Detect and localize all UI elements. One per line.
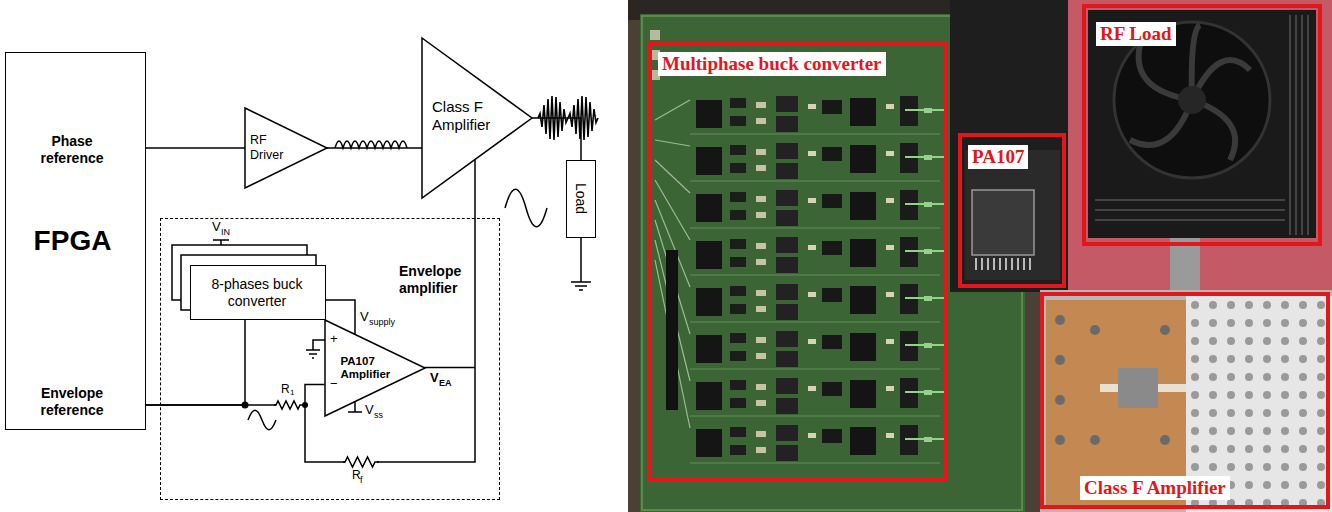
resistor-symbol — [274, 401, 304, 409]
photo-background — [628, 0, 1332, 512]
modulated-wave — [538, 96, 598, 140]
amplifier-label: Class F Amplifier — [432, 98, 506, 134]
vin-rail — [213, 240, 229, 245]
pcb-traces — [655, 100, 690, 428]
ground-wire — [313, 340, 325, 350]
fan-hub — [1178, 86, 1206, 114]
amplifier-symbol — [422, 38, 532, 198]
foam — [1068, 0, 1332, 300]
ground-symbol — [571, 238, 591, 290]
signal-name: Envelope reference — [27, 385, 117, 419]
photo — [628, 0, 1332, 512]
component-label: R — [352, 469, 361, 481]
base-plate — [1040, 290, 1332, 512]
photo-callout-label: Multiphase buck converter — [658, 52, 886, 76]
envelope-wave — [248, 410, 276, 430]
pin-header — [666, 250, 678, 410]
pcb-components — [690, 92, 940, 468]
signal-subscript: EA — [439, 379, 452, 388]
signal-name: V — [212, 220, 221, 233]
load-box: Load — [566, 160, 596, 238]
rf-driver-triangle: RF Driver — [245, 108, 327, 188]
envelope-wave — [505, 189, 547, 227]
class-f-amplifier-triangle: Class F Amplifier — [422, 38, 532, 198]
resistor-symbol — [343, 457, 379, 467]
signal-subscript: supply — [369, 318, 395, 327]
transistor — [1118, 368, 1158, 408]
photo-callout-box: RF Load — [1082, 4, 1322, 246]
amplifier-label: RF Driver — [250, 133, 296, 163]
photo-callout-label: Class F Amplifier — [1080, 476, 1230, 500]
signal-name: V — [365, 403, 374, 416]
converter-label: 8-phases buck converter — [196, 276, 319, 310]
photo-callout-box: PA107 — [958, 133, 1066, 288]
screws — [1055, 315, 1170, 445]
group-title: Envelope amplifier — [399, 263, 471, 297]
fpga-block: Phase referenceFPGA Envelope reference — [5, 52, 146, 430]
junction-dot — [302, 402, 308, 408]
copper-board — [1046, 300, 1186, 505]
metal-bar — [950, 0, 1070, 292]
ground-symbol — [306, 350, 320, 358]
amplifier-symbol — [325, 320, 425, 416]
rf-carrier-wave — [335, 141, 407, 148]
photo-callout-label: RF Load — [1096, 22, 1176, 46]
pa107-chip — [972, 190, 1034, 255]
photo-callout-box: Class F Amplifier — [1040, 292, 1330, 509]
pa107-board — [965, 150, 1060, 280]
buck-converter-box: 8-phases buck converter — [190, 265, 326, 320]
signal-wire — [532, 118, 581, 160]
signal-name: Phase reference — [27, 133, 117, 167]
wires-green — [905, 110, 945, 439]
component-subscript: f — [360, 476, 363, 485]
chip-pins — [976, 258, 1030, 270]
signal-subscript: ss — [374, 411, 383, 420]
heatsink-fins — [1095, 15, 1308, 235]
rf-connector — [1170, 238, 1200, 293]
photo-callout-label: PA107 — [968, 145, 1028, 169]
envelope-amplifier-group: Envelope amplifier 8-phases buck converte… — [160, 218, 500, 500]
signal-subscript: IN — [221, 228, 230, 237]
polarity-sign: + — [330, 332, 338, 345]
signal-name: V — [430, 371, 439, 384]
pa107-op-amp: PA107 Amplifier — [325, 320, 425, 416]
signal-name: V — [360, 310, 369, 323]
component-subscript: 1 — [290, 389, 294, 397]
heatsink — [1088, 10, 1316, 238]
polarity-sign: − — [330, 377, 338, 390]
photo-callout-box: Multiphase buck converter — [648, 42, 948, 482]
op-amp-label: PA107 Amplifier — [341, 355, 399, 381]
amplifier-symbol — [245, 108, 327, 188]
block-title: FPGA — [6, 225, 139, 257]
pad — [650, 30, 660, 40]
load-label: Load — [572, 161, 589, 236]
signal-wire — [146, 147, 245, 149]
junction-dot — [242, 402, 249, 409]
component-label: R — [281, 383, 290, 395]
